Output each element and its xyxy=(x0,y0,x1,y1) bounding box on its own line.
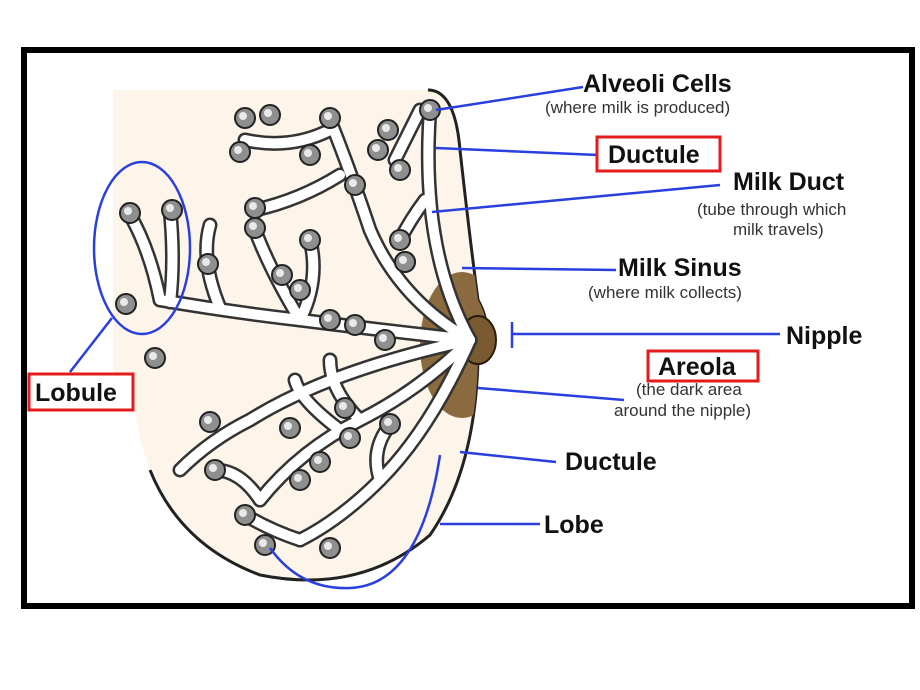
alveolus-highlight xyxy=(372,144,380,152)
label-alveoli-cells: Alveoli Cells xyxy=(583,70,732,98)
alveolus-highlight xyxy=(349,179,357,187)
alveolus-highlight xyxy=(294,474,302,482)
alveolus-highlight xyxy=(249,222,257,230)
label-areola: Areola xyxy=(658,353,737,381)
alveolus-highlight xyxy=(239,509,247,517)
ductule-highlight-box xyxy=(595,135,722,173)
alveolus-highlight xyxy=(202,258,210,266)
lobule-outline xyxy=(92,160,192,336)
alveolus-highlight xyxy=(384,418,392,426)
alveolus-highlight xyxy=(314,456,322,464)
alveolus-highlight xyxy=(344,432,352,440)
alveolus-highlight xyxy=(424,104,432,112)
label-milk-duct-note-1: (tube through which xyxy=(697,200,846,219)
label-ductule-bottom: Ductule xyxy=(565,448,657,476)
leader-lobule xyxy=(69,317,113,373)
alveoli-clusters xyxy=(115,99,441,559)
alveolus-highlight xyxy=(239,112,247,120)
alveolus-highlight xyxy=(339,402,347,410)
alveolus-highlight xyxy=(382,124,390,132)
alveolus-highlight xyxy=(264,109,272,117)
label-milk-duct: Milk Duct xyxy=(733,168,845,196)
leader-milk-sinus xyxy=(461,266,617,272)
label-lobule: Lobule xyxy=(35,379,117,407)
alveolus-highlight xyxy=(259,539,267,547)
alveolus-highlight xyxy=(276,269,284,277)
leader-milk-duct xyxy=(431,183,721,214)
alveolus-highlight xyxy=(234,146,242,154)
alveolus-highlight xyxy=(324,314,332,322)
leader-lines xyxy=(69,85,780,526)
alveolus-highlight xyxy=(149,352,157,360)
alveolus-highlight xyxy=(294,284,302,292)
label-nipple: Nipple xyxy=(786,322,862,350)
alveolus-highlight xyxy=(399,256,407,264)
leader-ductule-bottom xyxy=(459,450,557,464)
alveolus-highlight xyxy=(324,112,332,120)
alveolus-highlight xyxy=(394,164,402,172)
leader-alveoli xyxy=(435,85,584,112)
label-alveoli-cells-note: (where milk is produced) xyxy=(545,98,730,117)
breast-outline xyxy=(148,88,488,582)
label-milk-sinus: Milk Sinus xyxy=(618,254,742,282)
alveolus-highlight xyxy=(124,207,132,215)
lobe-outline xyxy=(268,454,442,590)
leader-ductule-top xyxy=(435,146,599,157)
label-areola-note-2: around the nipple) xyxy=(614,401,751,420)
label-ductule-top: Ductule xyxy=(608,141,700,169)
lobule-highlight-box xyxy=(27,372,135,412)
alveolus-highlight xyxy=(204,416,212,424)
label-lobe: Lobe xyxy=(544,511,604,539)
alveolus-highlight xyxy=(120,298,128,306)
alveolus-highlight xyxy=(324,542,332,550)
alveolus-highlight xyxy=(349,319,357,327)
label-milk-duct-note-2: milk travels) xyxy=(733,220,824,239)
alveolus-highlight xyxy=(166,204,174,212)
alveolus-highlight xyxy=(249,202,257,210)
alveolus-highlight xyxy=(284,422,292,430)
leader-areola xyxy=(477,386,625,402)
label-milk-sinus-note: (where milk collects) xyxy=(588,283,742,302)
alveolus-highlight xyxy=(209,464,217,472)
alveolus-highlight xyxy=(394,234,402,242)
alveolus-highlight xyxy=(304,149,312,157)
alveolus-highlight xyxy=(379,334,387,342)
areola-highlight-box xyxy=(646,349,760,383)
label-areola-note-1: (the dark area xyxy=(636,380,742,399)
alveolus-highlight xyxy=(304,234,312,242)
